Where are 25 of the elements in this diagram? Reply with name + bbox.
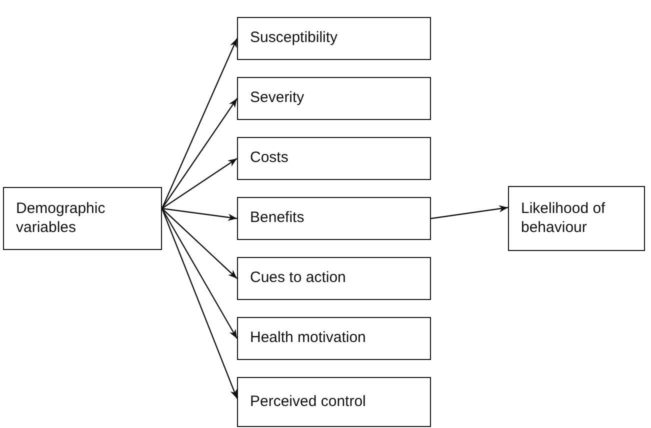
- arrow: [161, 38, 238, 209]
- arrow: [161, 208, 238, 339]
- arrow: [162, 158, 238, 209]
- box-label: Likelihood of behaviour: [521, 200, 606, 238]
- text-box: [508, 186, 645, 251]
- text-box: [237, 377, 431, 427]
- arrow: [162, 98, 238, 209]
- box-label: Susceptibility: [250, 29, 338, 48]
- text-box: [237, 257, 431, 300]
- text-box: [3, 187, 162, 250]
- box-label: Benefits: [250, 209, 304, 228]
- text-box: [237, 137, 431, 180]
- text-box: [237, 17, 431, 60]
- text-box: [237, 197, 431, 240]
- text-box: [237, 317, 431, 360]
- text-box: [237, 77, 431, 120]
- box-label: Demographic variables: [16, 200, 106, 238]
- box-label: Severity: [250, 89, 304, 108]
- arrow: [162, 208, 238, 221]
- box-label: Costs: [250, 149, 288, 168]
- box-label: Health motivation: [250, 329, 366, 348]
- arrow: [162, 208, 238, 279]
- box-label: Cues to action: [250, 269, 346, 288]
- arrow: [430, 205, 508, 220]
- box-label: Perceived control: [250, 392, 366, 412]
